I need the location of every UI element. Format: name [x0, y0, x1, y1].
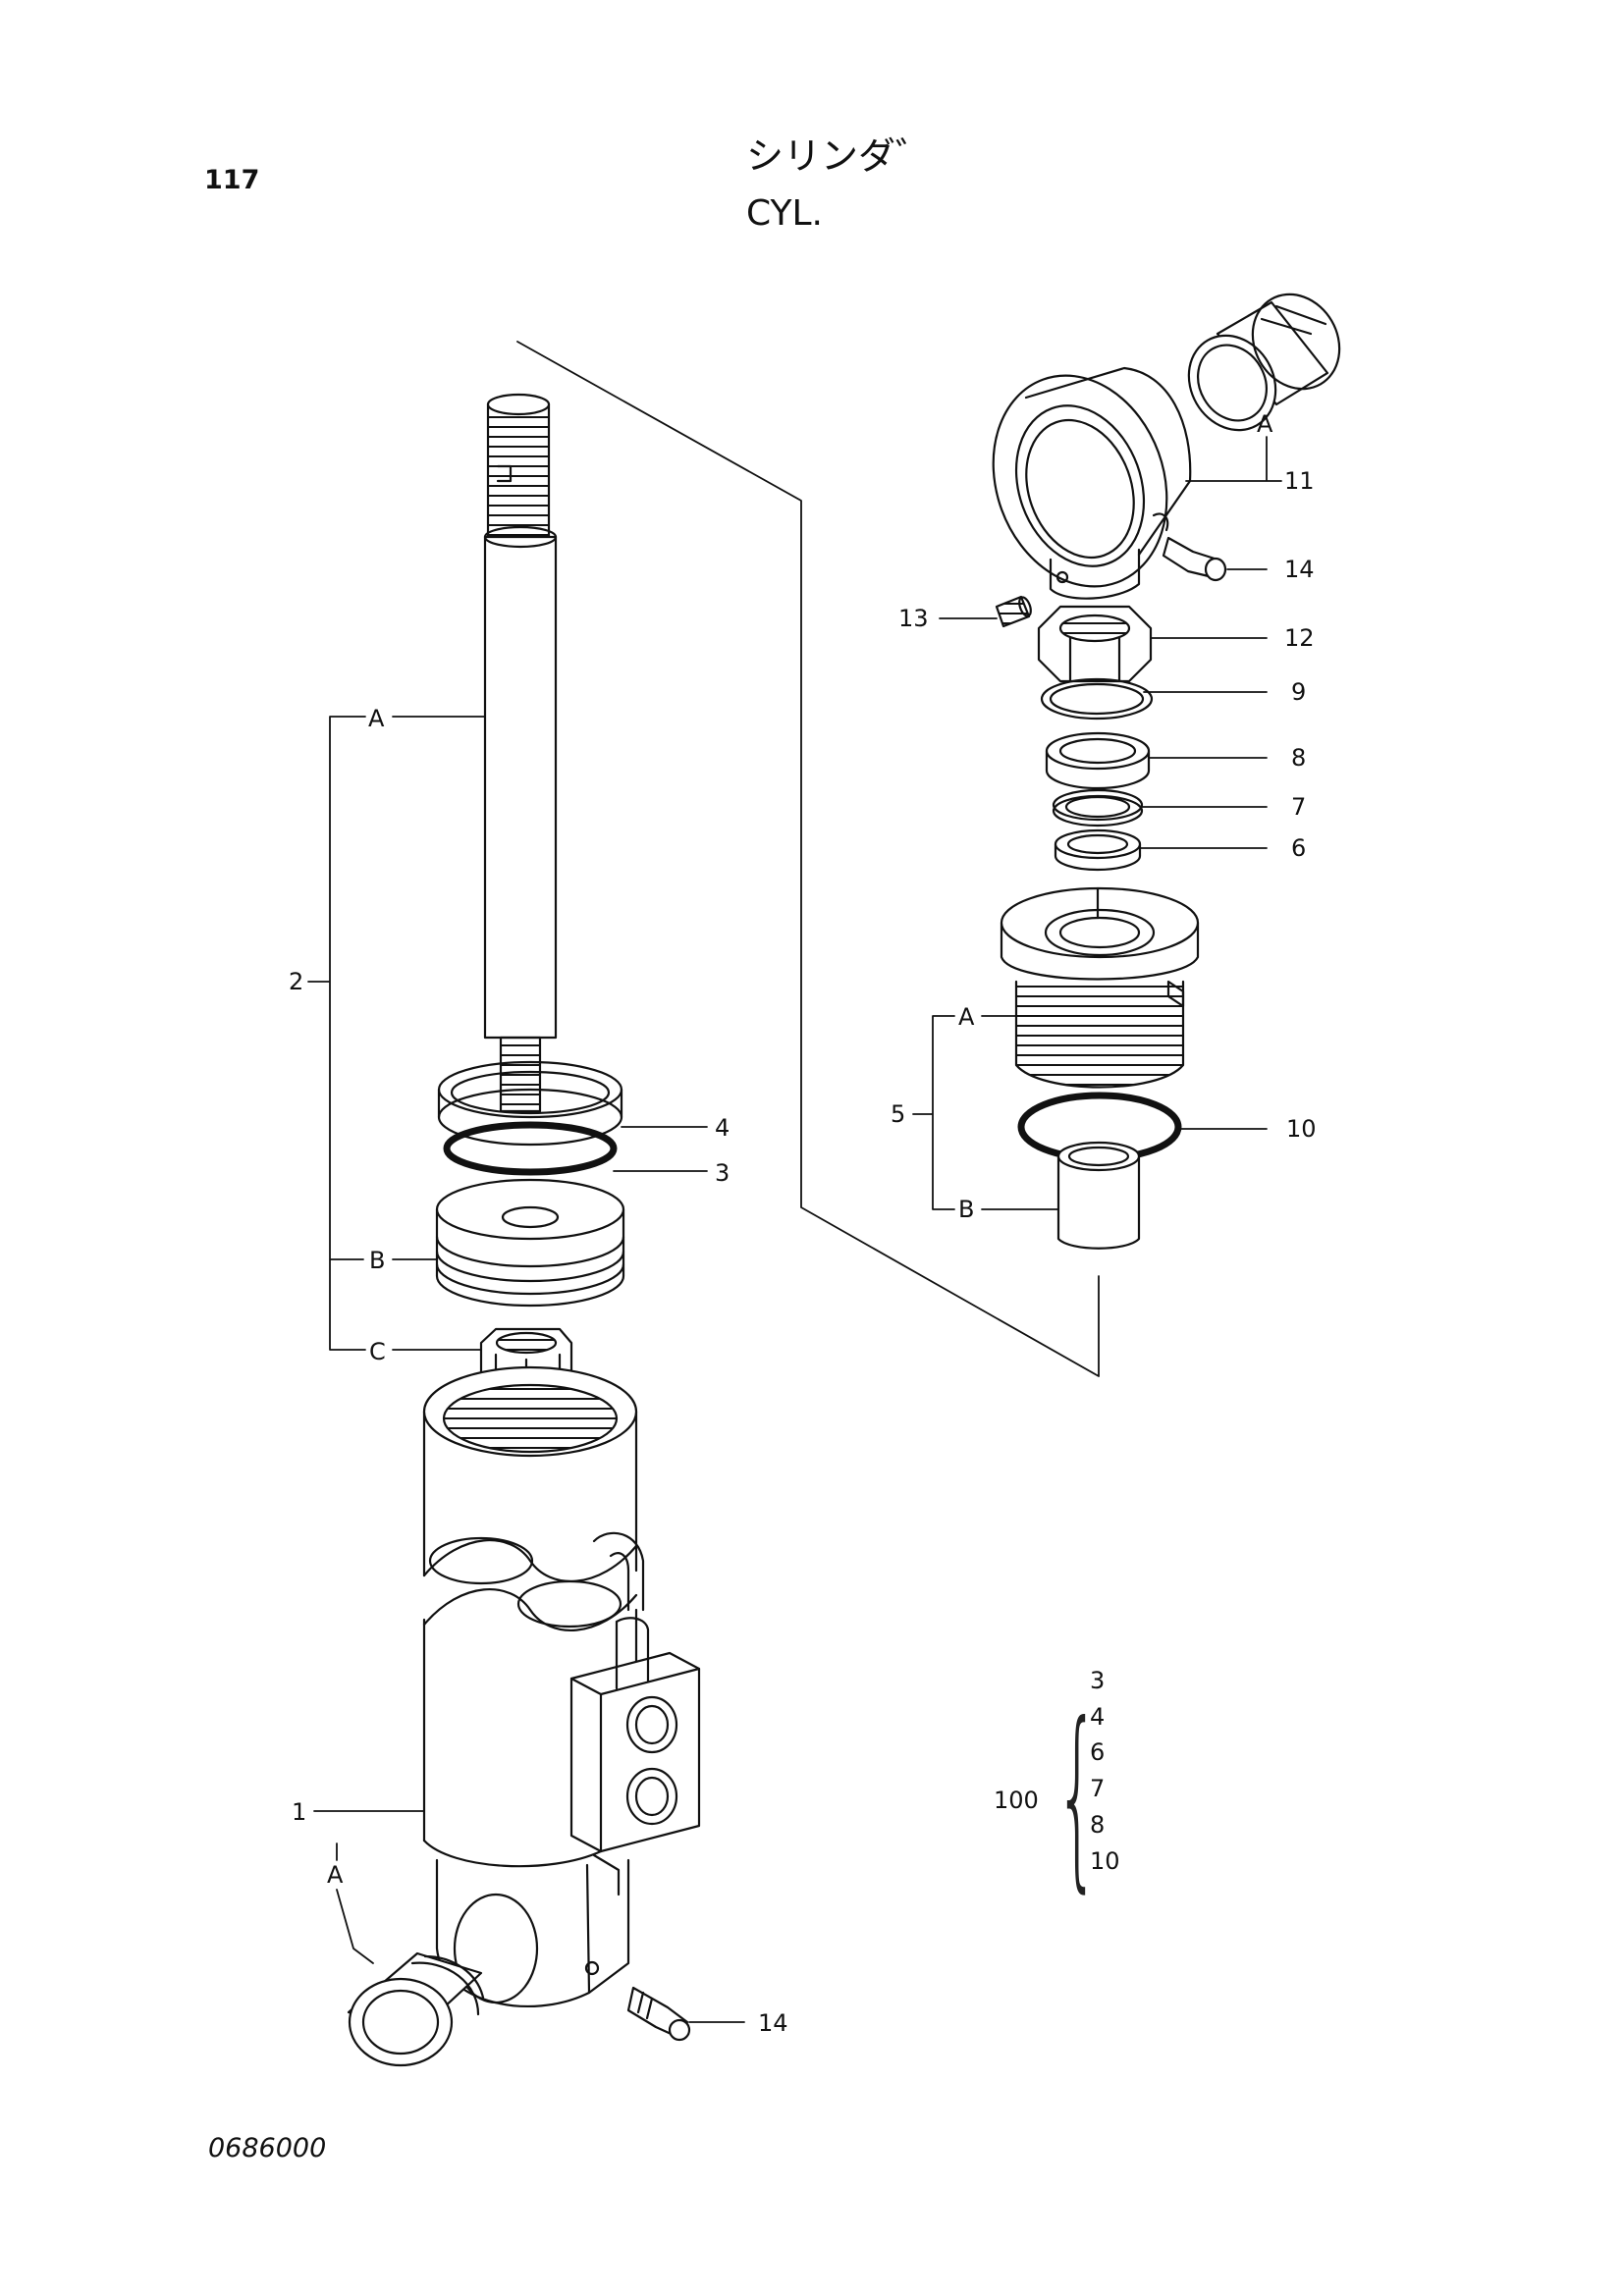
piston-seal-drawing [447, 1125, 614, 1172]
callout-2c: C [369, 1338, 386, 1365]
set-screw-drawing [997, 596, 1033, 626]
seal-kit-item: 10 [1090, 1847, 1120, 1875]
seal-kit-item: 6 [1090, 1738, 1106, 1766]
piston-drawing [437, 1180, 623, 1306]
head-bushing-drawing [1058, 1143, 1139, 1249]
seal-kit-number: 100 [994, 1787, 1039, 1814]
cylinder-tube-drawing [349, 1367, 699, 2065]
eye-nut-drawing [1039, 607, 1151, 681]
callout-11: 11 [1284, 467, 1315, 495]
title-english: CYL. [746, 193, 823, 234]
piston-rod-drawing [485, 395, 556, 1111]
callout-2a: A [368, 705, 385, 732]
rod-eye-drawing [965, 351, 1196, 612]
seal-kit-brace: { [1055, 1682, 1100, 1910]
callout-7: 7 [1291, 793, 1307, 821]
callout-14-lower: 14 [758, 2009, 788, 2037]
callout-6: 6 [1291, 834, 1307, 862]
callout-2b: B [369, 1247, 386, 1274]
snap-ring-drawing [1042, 679, 1152, 719]
callout-1a: A [327, 1861, 344, 1889]
seal-kit-item: 8 [1090, 1811, 1106, 1839]
grease-fitting-lower-drawing [628, 1988, 689, 2040]
seal-kit-item: 4 [1090, 1703, 1106, 1731]
drawing-code: 0686000 [208, 2133, 327, 2163]
leader-lines [308, 342, 1281, 2022]
seal-7-drawing [1054, 790, 1142, 826]
grease-fitting-upper-drawing [1163, 538, 1225, 580]
callout-9: 9 [1291, 678, 1307, 706]
callout-5b: B [958, 1196, 975, 1223]
seal-6-drawing [1055, 830, 1140, 870]
eye-bushing-drawing [1172, 279, 1357, 447]
callout-3: 3 [715, 1159, 730, 1187]
callout-2: 2 [289, 968, 304, 995]
callout-8: 8 [1291, 744, 1307, 772]
callout-14-upper: 14 [1284, 556, 1315, 583]
callout-13: 13 [898, 605, 929, 632]
callout-1: 1 [292, 1798, 307, 1826]
seal-8-drawing [1047, 733, 1149, 788]
callout-5a: A [958, 1003, 975, 1031]
callout-12: 12 [1284, 624, 1315, 652]
callout-10: 10 [1286, 1115, 1317, 1143]
callout-4: 4 [715, 1114, 730, 1142]
title-japanese: シリンダ゛ [746, 134, 934, 178]
wear-ring-drawing [439, 1062, 622, 1145]
seal-kit-item: 7 [1090, 1775, 1106, 1802]
callout-11a: A [1257, 410, 1273, 438]
callout-5: 5 [891, 1100, 906, 1128]
cylinder-head-drawing [1001, 888, 1198, 1088]
seal-kit-item: 3 [1090, 1667, 1106, 1694]
page-number: 117 [204, 165, 260, 195]
